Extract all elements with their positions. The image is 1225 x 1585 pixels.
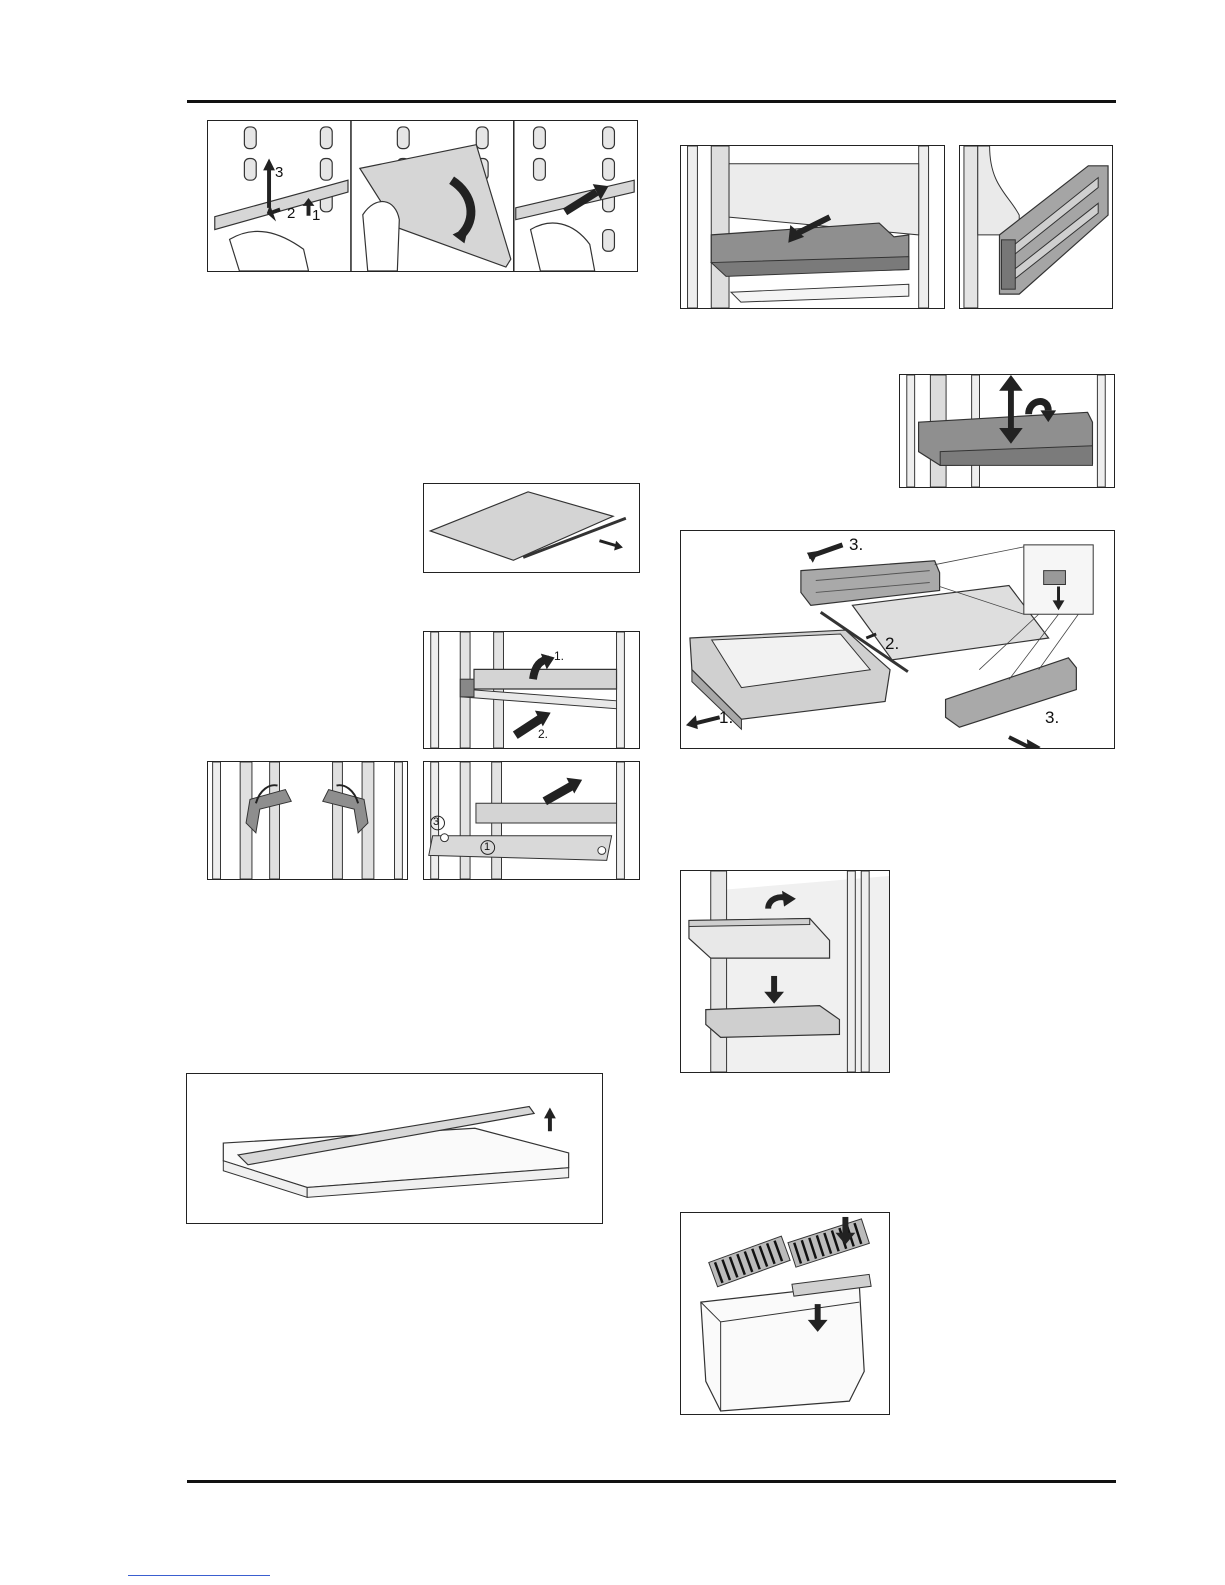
- callout-1: 1: [312, 208, 320, 223]
- figure-bottle-shelf-inserts: [680, 1212, 890, 1415]
- footer-link-underline[interactable]: [128, 1575, 270, 1576]
- figure-shelf-removal-steps: 3 2 1: [207, 120, 638, 272]
- figure-drawer-slide: [680, 145, 945, 309]
- figure-door-shelves: [680, 870, 890, 1073]
- figure-glass-holes: 3 1: [423, 761, 640, 880]
- drawer-slide-drawing: [681, 146, 944, 308]
- drawer-lift-drawing: [900, 375, 1114, 487]
- callout-3: 3: [275, 165, 283, 180]
- figure-drawer-lift: [899, 374, 1115, 488]
- figure-support-rail: 1. 2.: [423, 631, 640, 749]
- callout-circle-1: 1: [484, 842, 490, 853]
- bottle-shelf-drawing: [681, 1213, 889, 1414]
- drawer-frame-drawing: [187, 1074, 602, 1223]
- callout-exploded-1: 1.: [719, 709, 733, 726]
- figure-glass-plate-strip: [423, 483, 640, 573]
- footer-rule: [187, 1480, 1116, 1483]
- rail-detail-drawing: [960, 146, 1112, 308]
- glass-holes-drawing: [424, 762, 639, 879]
- figure-rail-detail: [959, 145, 1113, 309]
- callout-step-1: 1.: [554, 650, 564, 662]
- callout-2: 2: [287, 206, 295, 221]
- callout-exploded-2: 2.: [885, 635, 899, 652]
- header-rule: [187, 100, 1116, 103]
- shelf-removal-drawing: [208, 121, 637, 271]
- clips-drawing: [208, 762, 407, 879]
- figure-clips-swing: [207, 761, 408, 880]
- callout-exploded-3-top: 3.: [849, 536, 863, 553]
- callout-step-2: 2.: [538, 728, 548, 740]
- figure-drawer-exploded: 3. 2. 1. 3.: [680, 530, 1115, 749]
- figure-drawer-frame-glass: [186, 1073, 603, 1224]
- door-shelves-drawing: [681, 871, 889, 1072]
- glass-plate-drawing: [424, 484, 639, 572]
- support-rail-drawing: [424, 632, 639, 748]
- callout-circle-3: 3: [433, 817, 439, 828]
- callout-exploded-3-bottom: 3.: [1045, 709, 1059, 726]
